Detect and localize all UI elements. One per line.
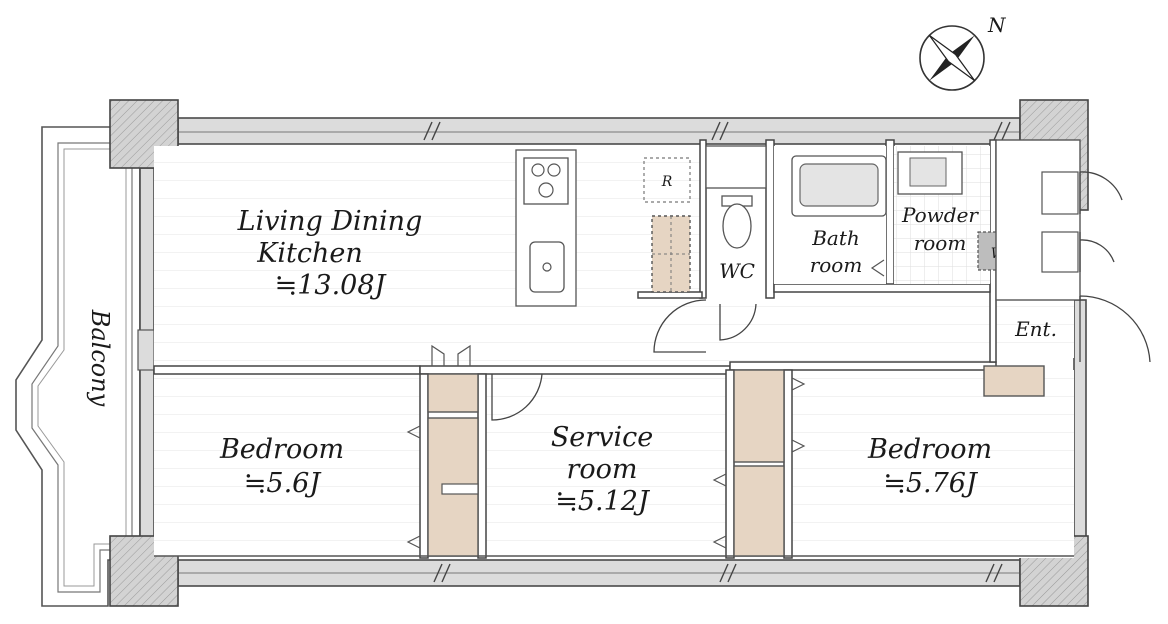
kitchen-counter: [515, 149, 577, 307]
refrigerator-space: R: [643, 157, 691, 203]
service-room-area: ≒5.12J: [555, 486, 651, 517]
doors: [431, 299, 757, 421]
compass-rose-icon: [928, 34, 976, 82]
balcony-label: Balcony: [86, 309, 114, 407]
bath-label-line2: room: [810, 253, 863, 277]
service-room-label-line2: room: [566, 454, 637, 485]
service-room: Service room ≒5.12J: [551, 422, 653, 517]
kitchen-storage: [651, 215, 691, 293]
closets: [406, 369, 806, 557]
bedroom-right: Bedroom ≒5.76J: [867, 434, 992, 499]
service-room-label-line1: Service: [551, 422, 653, 453]
floors: [154, 146, 1074, 558]
powder-label-line1: Powder: [901, 203, 979, 227]
wc-label: WC: [719, 259, 755, 283]
compass-north-label: N: [987, 13, 1007, 37]
entrance: Ent.: [983, 139, 1151, 397]
ldk-area: ≒13.08J: [275, 270, 388, 301]
compass: N: [919, 13, 1007, 91]
bedroom-left-area: ≒5.6J: [244, 468, 323, 499]
wc-room: WC: [705, 145, 767, 283]
ldk-label-line1: Living Dining: [237, 206, 423, 237]
ldk: Living Dining Kitchen ≒13.08J: [237, 206, 423, 301]
powder-label-line2: room: [914, 231, 967, 255]
bath-room: Bath room: [774, 146, 887, 284]
bedroom-left: Bedroom ≒5.6J: [219, 434, 344, 499]
refrigerator-label: R: [661, 174, 673, 190]
ldk-label-line2: Kitchen: [256, 238, 363, 269]
outer-walls: [109, 99, 1089, 607]
entrance-label: Ent.: [1014, 317, 1057, 341]
bath-label-line1: Bath: [811, 226, 860, 250]
bedroom-right-label: Bedroom: [867, 434, 992, 465]
bedroom-left-label: Bedroom: [219, 434, 344, 465]
compass-ring: [919, 25, 985, 91]
balcony: Balcony: [15, 126, 141, 607]
bedroom-right-area: ≒5.76J: [883, 468, 979, 499]
